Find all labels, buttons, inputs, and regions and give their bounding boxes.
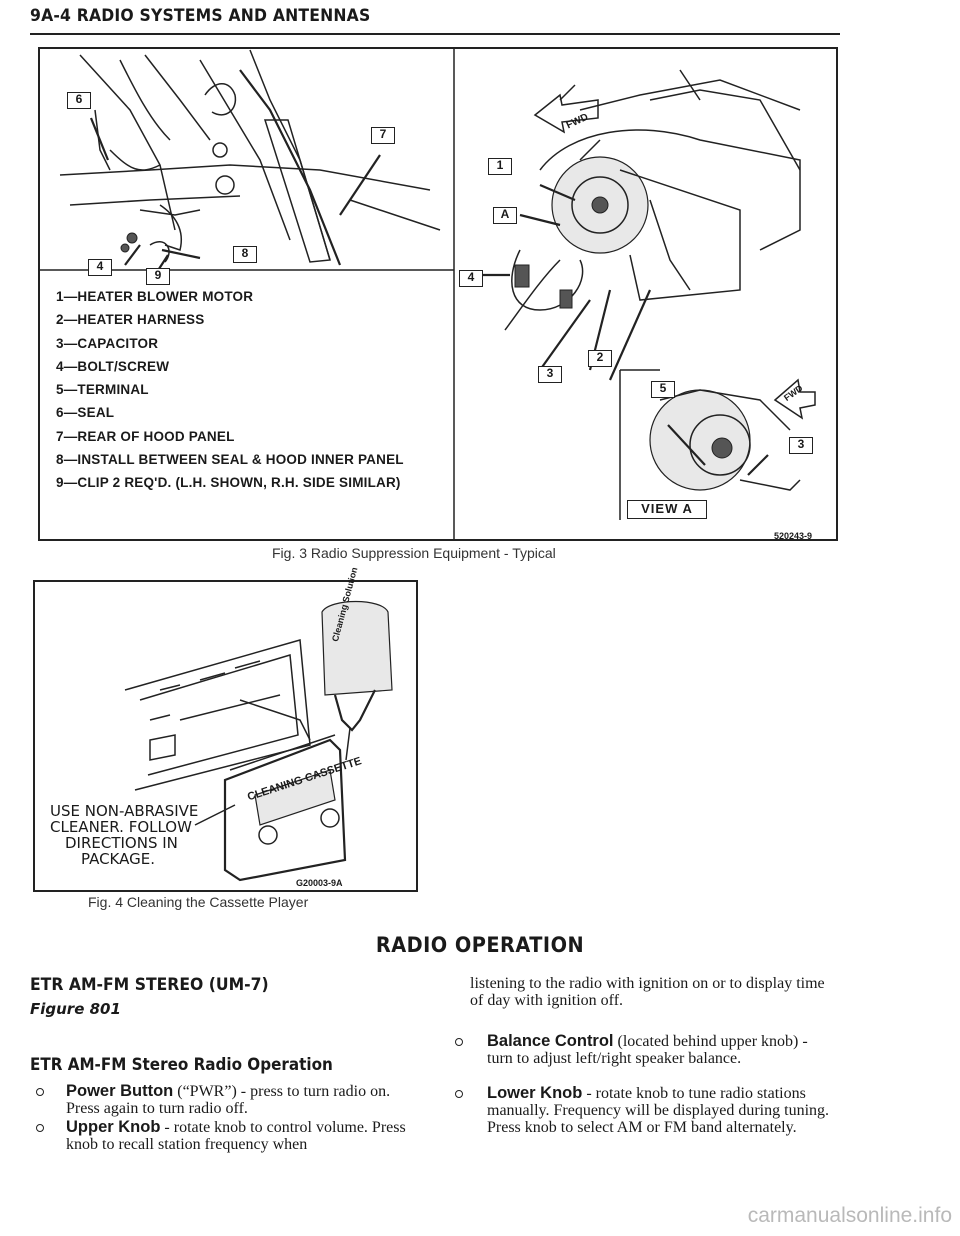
bullet-icon — [455, 1090, 463, 1098]
legend-item: 8—INSTALL BETWEEN SEAL & HOOD INNER PANE… — [56, 452, 404, 468]
callout-8: 8 — [233, 246, 257, 263]
legend-item: 1—HEATER BLOWER MOTOR — [56, 289, 254, 304]
item-lead: Lower Knob — [487, 1084, 583, 1102]
legend-item: 6—SEAL — [56, 405, 115, 421]
legend-item: 3—CAPACITOR — [56, 335, 159, 351]
subheading-operation: ETR AM-FM Stereo Radio Operation — [30, 1055, 333, 1074]
figure-4-code: G20003-9A — [296, 878, 343, 888]
figure-4-illustration — [124, 600, 393, 882]
item-text: - rotate knob to tune radio stations man… — [487, 1085, 830, 1136]
bullet-icon — [36, 1088, 44, 1096]
callout-5: 5 — [651, 381, 675, 398]
callout-7: 7 — [371, 127, 395, 144]
figure-3-legend: 1—HEATER BLOWER MOTOR 2—HEATER HARNESS 3… — [56, 285, 404, 495]
item-text: (“PWR”) - press to turn radio on. Press … — [66, 1083, 391, 1117]
legend-item: 4—BOLT/SCREW — [56, 358, 170, 374]
figure-3-illustration — [40, 48, 816, 540]
legend-item: 5—TERMINAL — [56, 382, 149, 398]
item-lead: Upper Knob — [66, 1118, 161, 1136]
legend-item: 9—CLIP 2 REQ'D. (L.H. SHOWN, R.H. SIDE S… — [56, 475, 401, 491]
note-line: PACKAGE. — [81, 850, 155, 868]
figure-3-caption: Fig. 3 Radio Suppression Equipment - Typ… — [272, 545, 556, 561]
section-title: RADIO OPERATION — [375, 933, 585, 957]
callout-view-a: VIEW A — [627, 500, 707, 519]
page-header: 9A-4 RADIO SYSTEMS AND ANTENNAS — [30, 6, 371, 26]
figure-4-caption: Fig. 4 Cleaning the Cassette Player — [88, 894, 309, 910]
callout-1: 1 — [488, 158, 512, 175]
legend-item: 7—REAR OF HOOD PANEL — [56, 428, 235, 444]
continuation-text: listening to the radio with ignition on … — [470, 975, 825, 1009]
item-text: - rotate knob to control volume. Press k… — [66, 1119, 406, 1153]
callout-3-inset: 3 — [789, 437, 813, 454]
bullet-icon — [455, 1038, 463, 1046]
legend-item: 2—HEATER HARNESS — [56, 312, 205, 328]
figure-4-note: USE NON-ABRASIVE CLEANER. FOLLOW DIRECTI… — [50, 803, 198, 867]
callout-3: 3 — [538, 366, 562, 383]
item-text: (located behind upper knob) - turn to ad… — [487, 1033, 808, 1067]
watermark: carmanualsonline.info — [747, 1204, 952, 1227]
figure-3-code: 520243-9 — [774, 531, 813, 541]
figure-3-frame — [38, 47, 838, 541]
header-rule — [30, 33, 840, 35]
callout-9: 9 — [146, 268, 170, 285]
subheading-etr-stereo: ETR AM-FM STEREO (UM-7) — [30, 975, 269, 995]
note-line: USE NON-ABRASIVE — [50, 802, 199, 820]
note-line: DIRECTIONS IN — [65, 834, 178, 852]
bullet-icon — [36, 1124, 44, 1132]
item-lead: Balance Control — [487, 1032, 614, 1050]
item-lead: Power Button — [66, 1082, 174, 1100]
callout-a: A — [493, 207, 517, 224]
figure-4-frame — [33, 580, 418, 892]
callout-4-left: 4 — [88, 259, 112, 276]
figure-reference: Figure 801 — [30, 1000, 121, 1018]
callout-6: 6 — [67, 92, 91, 109]
note-line: CLEANER. FOLLOW — [50, 818, 192, 836]
callout-2: 2 — [588, 350, 612, 367]
callout-4-right: 4 — [459, 270, 483, 287]
